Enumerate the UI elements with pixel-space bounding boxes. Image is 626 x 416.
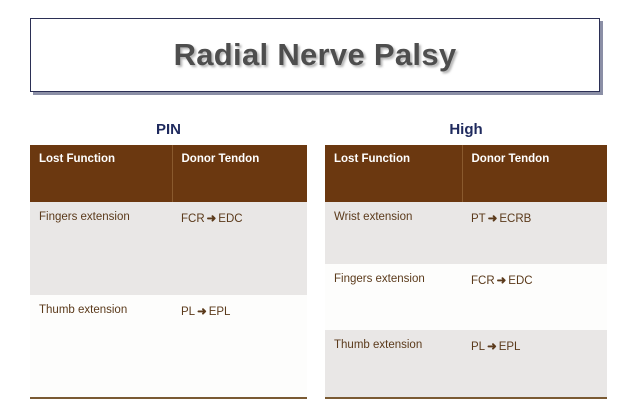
cell-lost-function: Thumb extension <box>30 295 172 398</box>
table-high: Lost Function Donor Tendon Wrist extensi… <box>325 145 607 399</box>
table-pin-head: Lost Function Donor Tendon <box>30 145 307 202</box>
donor-to: EDC <box>218 213 243 225</box>
donor-from: FCR <box>181 213 205 225</box>
table-row: Fingers extension FCR➜EDC <box>325 264 607 330</box>
page-title: Radial Nerve Palsy <box>173 37 457 72</box>
table-pin-header-lost-function: Lost Function <box>30 145 173 202</box>
table-high-body: Wrist extension PT➜ECRB Fingers extensio… <box>325 202 607 398</box>
arrow-right-icon: ➜ <box>197 306 207 318</box>
cell-lost-function: Fingers extension <box>325 264 462 330</box>
donor-to: EPL <box>498 341 521 353</box>
donor-to: EDC <box>508 275 533 287</box>
cell-lost-function: Wrist extension <box>325 202 462 264</box>
donor-from: PT <box>471 213 486 225</box>
title-banner: Radial Nerve Palsy <box>30 18 600 92</box>
arrow-right-icon: ➜ <box>206 213 217 225</box>
table-row: Thumb extension PL➜EPL <box>325 330 607 398</box>
cell-donor-tendon: FCR➜EDC <box>462 264 607 330</box>
table-high-header-donor-tendon: Donor Tendon <box>462 145 607 202</box>
table-pin: Lost Function Donor Tendon Fingers exten… <box>30 145 307 399</box>
table-pin-header-donor-tendon: Donor Tendon <box>172 145 307 202</box>
cell-donor-tendon: PT➜ECRB <box>462 202 607 264</box>
donor-from: PL <box>181 306 196 318</box>
cell-donor-tendon: PL➜EPL <box>172 295 307 398</box>
donor-to: EPL <box>208 306 231 318</box>
section-heading-pin: PIN <box>155 121 181 138</box>
arrow-right-icon: ➜ <box>496 275 507 287</box>
table-high-head: Lost Function Donor Tendon <box>325 145 607 202</box>
cell-donor-tendon: PL➜EPL <box>462 330 607 398</box>
table-pin-header-row: Lost Function Donor Tendon <box>30 145 307 202</box>
arrow-right-icon: ➜ <box>487 341 497 353</box>
cell-lost-function: Thumb extension <box>325 330 462 398</box>
arrow-right-icon: ➜ <box>487 213 498 225</box>
table-high-header-lost-function: Lost Function <box>325 145 463 202</box>
donor-from: FCR <box>471 275 495 287</box>
table-high-header-row: Lost Function Donor Tendon <box>325 145 607 202</box>
cell-lost-function: Fingers extension <box>30 202 172 295</box>
table-row: Wrist extension PT➜ECRB <box>325 202 607 264</box>
donor-from: PL <box>471 341 486 353</box>
table-row: Thumb extension PL➜EPL <box>30 295 307 398</box>
table-pin-body: Fingers extension FCR➜EDC Thumb extensio… <box>30 202 307 398</box>
table-row: Fingers extension FCR➜EDC <box>30 202 307 295</box>
donor-to: ECRB <box>499 213 532 225</box>
section-heading-high: High <box>449 121 483 138</box>
cell-donor-tendon: FCR➜EDC <box>172 202 307 295</box>
